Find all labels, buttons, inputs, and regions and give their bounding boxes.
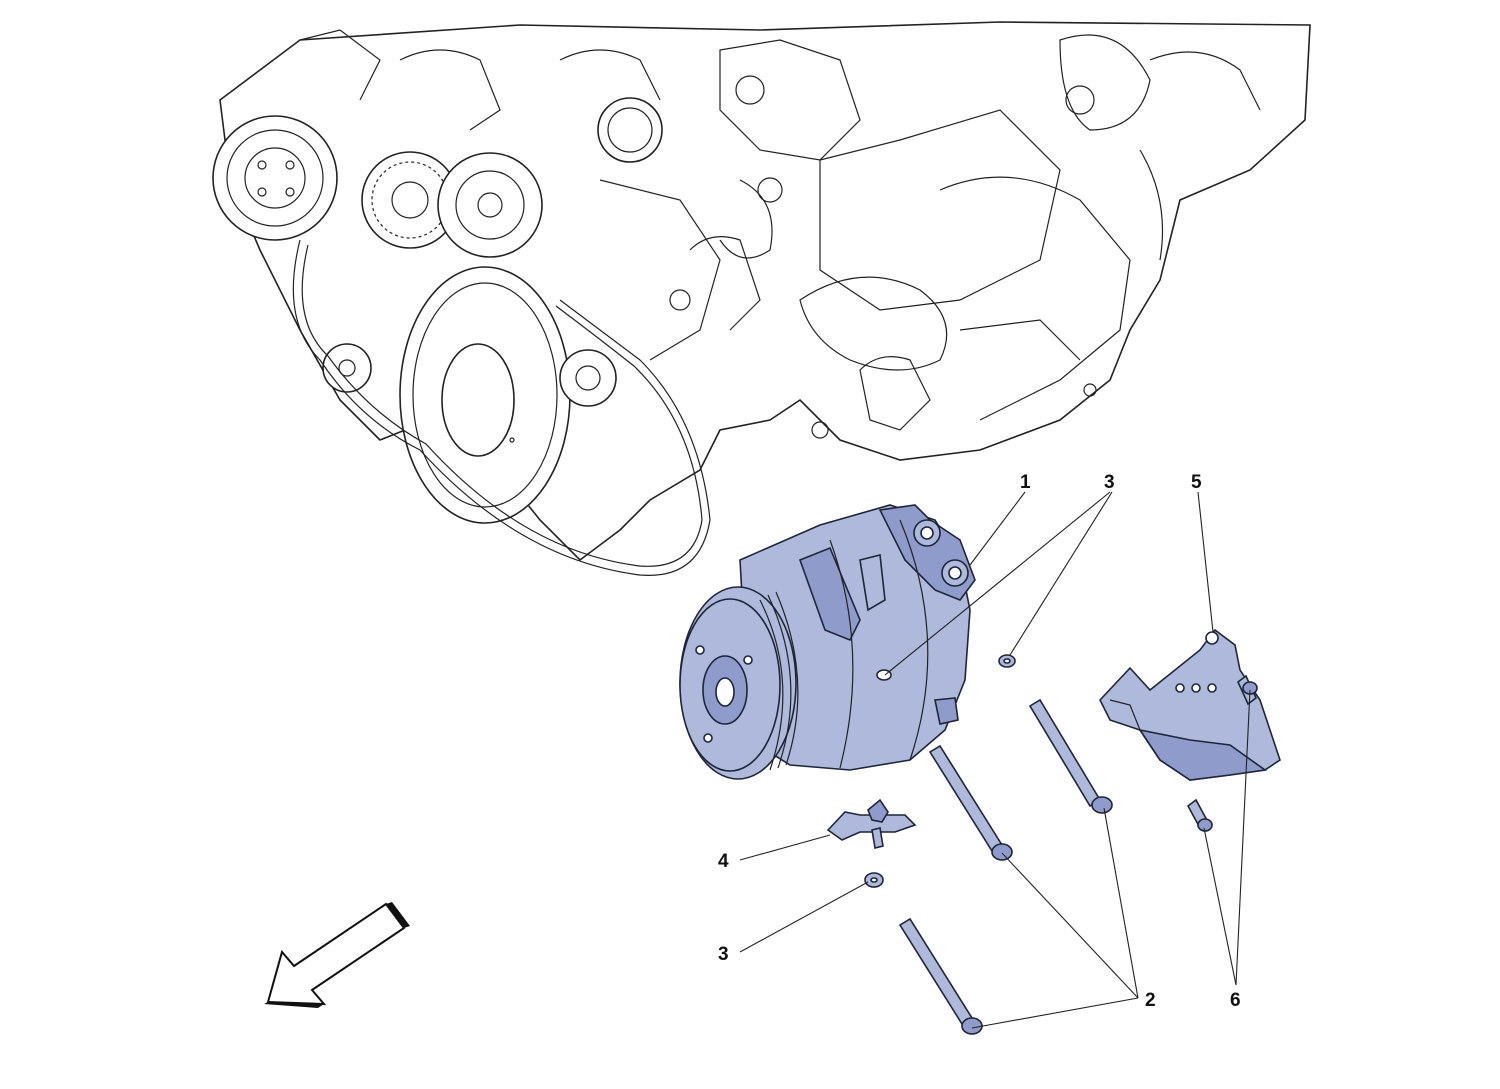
ac-compressor bbox=[679, 504, 976, 780]
bolt-long-3 bbox=[898, 917, 983, 1035]
washer-upper bbox=[998, 654, 1016, 668]
bolt-long-2 bbox=[928, 744, 1013, 861]
leader-lines bbox=[739, 491, 1251, 1029]
compressor-mount-bracket bbox=[1099, 628, 1281, 781]
callout-2: 2 bbox=[1145, 990, 1156, 1011]
alternator-pulley bbox=[559, 349, 617, 407]
callout-3-lower: 3 bbox=[718, 944, 729, 965]
callout-1: 1 bbox=[1020, 472, 1031, 493]
bolt-long-1 bbox=[1028, 698, 1113, 814]
bolt-short-lower bbox=[1186, 798, 1213, 832]
bolt-short-upper bbox=[1237, 674, 1258, 706]
direction-arrow-icon bbox=[264, 902, 410, 1008]
drive-belt bbox=[292, 239, 711, 576]
cylinder-head-detail bbox=[719, 39, 861, 161]
engine-assembly bbox=[212, 21, 1311, 576]
crankshaft-pulley bbox=[399, 266, 571, 524]
idler-pulley-upper bbox=[437, 152, 543, 258]
idler-pulley-lower bbox=[322, 343, 372, 393]
exhaust-manifold bbox=[799, 276, 948, 371]
callout-3-upper: 3 bbox=[1104, 472, 1115, 493]
callout-6: 6 bbox=[1230, 990, 1241, 1011]
washer-lower bbox=[864, 872, 884, 888]
callout-labels: 1 3 5 4 3 2 6 bbox=[718, 472, 1241, 1011]
small-bracket bbox=[826, 798, 917, 849]
callout-5: 5 bbox=[1191, 472, 1202, 493]
water-pump-pulley bbox=[212, 115, 338, 241]
filter-cap bbox=[597, 97, 663, 163]
callout-4: 4 bbox=[718, 851, 729, 872]
